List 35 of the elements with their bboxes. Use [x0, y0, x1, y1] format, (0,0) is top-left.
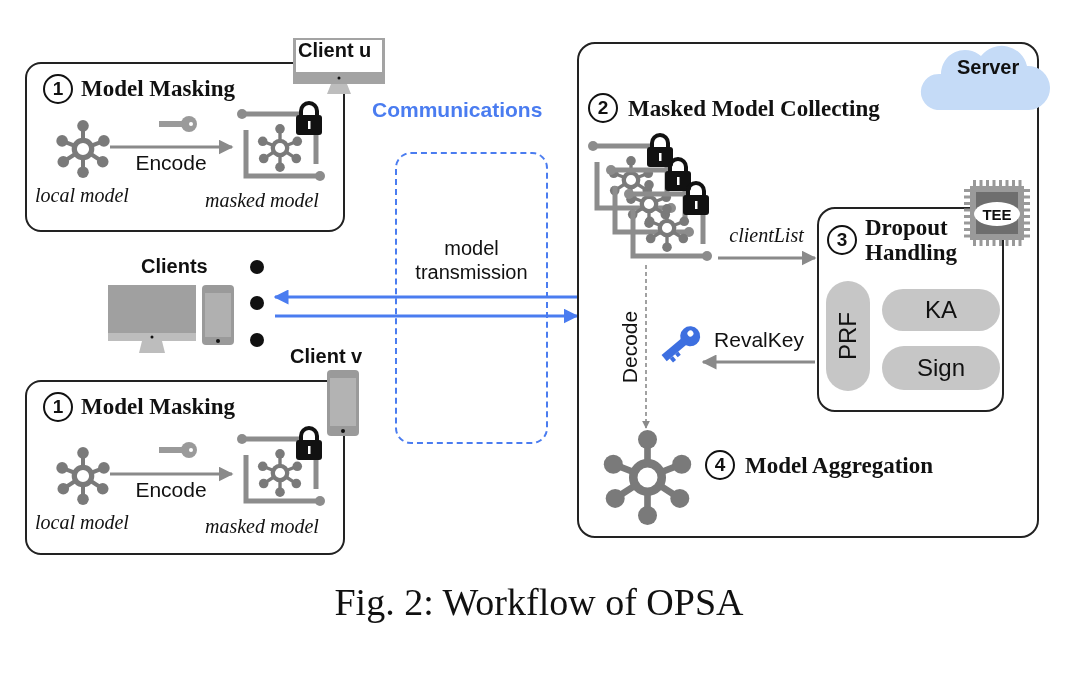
group-title: Clients [141, 255, 208, 278]
arrow [110, 139, 234, 155]
module-pill: KA [882, 289, 1000, 331]
model-caption: masked model [205, 515, 319, 538]
step-number: 4 [705, 450, 735, 480]
client-label: Client u [298, 39, 372, 62]
model-network-icon [54, 120, 112, 178]
dashed-arrow [642, 264, 650, 429]
step-panel [25, 62, 345, 232]
figure-caption: Fig. 2: Workflow of OPSA [333, 580, 745, 624]
step-number: 1 [43, 392, 73, 422]
section-title: Communications [372, 98, 543, 122]
model-caption: masked model [205, 189, 319, 212]
step-number: 1 [43, 74, 73, 104]
arrow [275, 308, 579, 324]
arrow [273, 289, 577, 305]
step-number: 3 [827, 225, 857, 256]
model-network-icon [54, 447, 112, 505]
server-label: Server [957, 56, 1020, 79]
step-number: 2 [588, 93, 618, 123]
channel-label: model transmission [414, 236, 529, 284]
step-title: Model Masking [81, 394, 235, 420]
step-title: Masked Model Collecting [628, 96, 880, 122]
arrow [110, 466, 234, 482]
model-caption: local model [35, 511, 129, 534]
step-title: Model Aggregation [745, 453, 934, 479]
client-label: Client v [290, 345, 363, 368]
arrow [701, 354, 815, 370]
step-title: Model Masking [81, 76, 235, 102]
arrow [718, 250, 817, 266]
module-pill: PRF [826, 281, 870, 391]
module-pill: Sign [882, 346, 1000, 390]
step-panel [25, 380, 345, 555]
step-title: Dropout Handling [865, 215, 959, 266]
model-caption: local model [35, 184, 129, 207]
